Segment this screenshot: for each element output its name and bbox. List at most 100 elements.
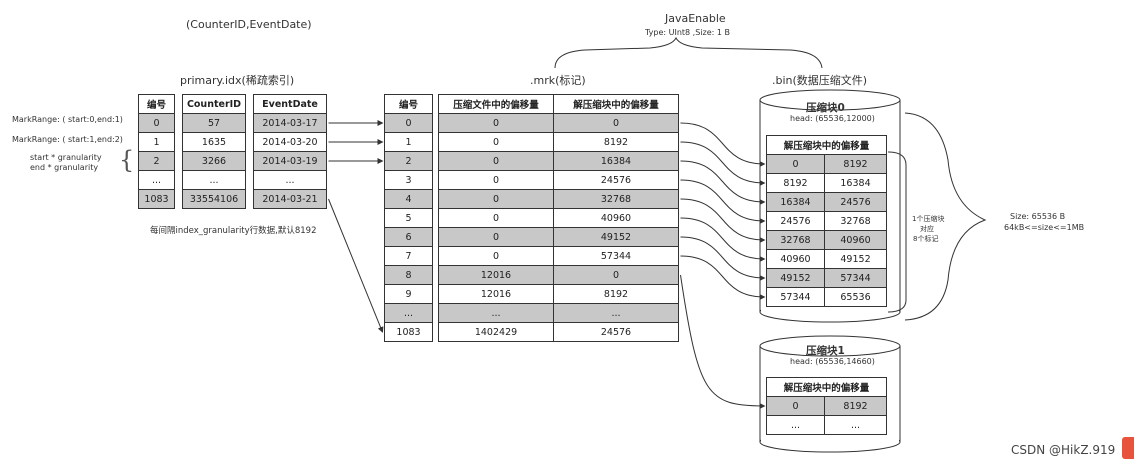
sort-key-label: (CounterID,EventDate): [186, 18, 312, 31]
java-enable-title: JavaEnable: [665, 12, 726, 25]
table-cell: 8192: [823, 396, 888, 416]
block0-header-row: 解压缩块中的偏移量: [765, 135, 888, 155]
table-cell: 4: [384, 189, 433, 209]
table-cell: 40960: [823, 230, 888, 250]
table-cell: 0: [766, 154, 825, 174]
granularity-note: 每间隔index_granularity行数据,默认8192: [150, 226, 317, 236]
mrk-to-block0-arrow: [680, 236, 766, 281]
table-cell: 32768: [766, 230, 825, 250]
table-cell: 0: [384, 113, 433, 133]
table-cell: 9: [384, 284, 433, 304]
block0-title: 压缩块0: [806, 102, 845, 114]
csdn-logo-icon: [1122, 437, 1134, 459]
table-cell: ...: [766, 415, 825, 435]
size-note-2: 64kB<=size<=1MB: [1004, 223, 1085, 232]
primary-idx-table: 编号 CounterID EventDate 0 57 2014-03-17 1 163…: [138, 94, 327, 209]
table-cell: 0: [766, 396, 825, 416]
mrk-to-block0-arrow: [680, 198, 766, 243]
mrk-to-block0-arrow: [680, 160, 766, 205]
primary-header-counterid: CounterID: [182, 94, 246, 114]
table-cell: 40960: [766, 249, 825, 269]
watermark-text: CSDN @HikZ.919: [1011, 443, 1116, 457]
table-cell: 49152: [766, 268, 825, 288]
table-cell: 2014-03-19: [253, 151, 327, 171]
table-cell: 7: [384, 246, 433, 266]
table-cell: 8192: [766, 173, 825, 193]
block1-header: 解压缩块中的偏移量: [765, 377, 888, 397]
table-cell: ...: [384, 303, 433, 323]
table-cell: 49152: [823, 249, 888, 269]
table-cell: 1635: [182, 132, 246, 152]
primary-row: 0 57 2014-03-17: [138, 113, 327, 133]
mrk-header-compressed-offset: 压缩文件中的偏移量: [438, 94, 554, 114]
mrk-to-block0-arrow: [680, 141, 766, 186]
table-cell: 0: [438, 132, 554, 152]
table-cell: 1: [384, 132, 433, 152]
table-cell: 24576: [553, 322, 679, 342]
table-cell: 0: [438, 227, 554, 247]
java-enable-type: Type: UInt8 ,Size: 1 B: [645, 28, 730, 37]
table-cell: 3: [384, 170, 433, 190]
block1-head: head: (65536,14660): [790, 357, 875, 366]
block-brace-right: [904, 112, 987, 321]
table-cell: 49152: [553, 227, 679, 247]
table-cell: 0: [438, 246, 554, 266]
markrange-label-1: MarkRange: ( start:0,end:1): [12, 115, 123, 124]
table-cell: 16384: [823, 173, 888, 193]
table-cell: 12016: [438, 265, 554, 285]
primary-header-id: 编号: [138, 94, 175, 114]
left-brace: {: [119, 146, 135, 174]
table-cell: 0: [553, 265, 679, 285]
table-cell: 24576: [823, 192, 888, 212]
table-cell: 2014-03-17: [253, 113, 327, 133]
primary-header-eventdate: EventDate: [253, 94, 327, 114]
mrk-header-decompressed-offset: 解压缩块中的偏移量: [553, 94, 679, 114]
block1-row: ......: [766, 415, 888, 435]
block0-head: head: (65536,12000): [790, 114, 875, 123]
mrk-to-block0-arrow: [680, 179, 766, 224]
table-cell: 1402429: [438, 322, 554, 342]
table-cell: 0: [138, 113, 175, 133]
block1-title: 压缩块1: [806, 345, 845, 357]
table-cell: 6: [384, 227, 433, 247]
table-cell: 8192: [823, 154, 888, 174]
size-note-1: Size: 65536 B: [1010, 212, 1066, 221]
table-cell: 3266: [182, 151, 246, 171]
start-granularity-label: start * granularity: [30, 153, 102, 162]
block0-header: 解压缩块中的偏移量: [765, 135, 888, 155]
table-cell: 8: [384, 265, 433, 285]
table-cell: 1: [138, 132, 175, 152]
table-cell: 57: [182, 113, 246, 133]
mrk-to-block0-arrow: [680, 122, 766, 167]
table-cell: 65536: [823, 287, 888, 307]
marks-brace: [887, 151, 907, 313]
mrk-header-row: 编号 压缩文件中的偏移量 解压缩块中的偏移量: [384, 94, 679, 114]
table-cell: 0: [553, 113, 679, 133]
block1-header-row: 解压缩块中的偏移量: [765, 377, 888, 397]
table-cell: 16384: [766, 192, 825, 212]
table-cell: 0: [438, 170, 554, 190]
table-cell: 0: [438, 208, 554, 228]
